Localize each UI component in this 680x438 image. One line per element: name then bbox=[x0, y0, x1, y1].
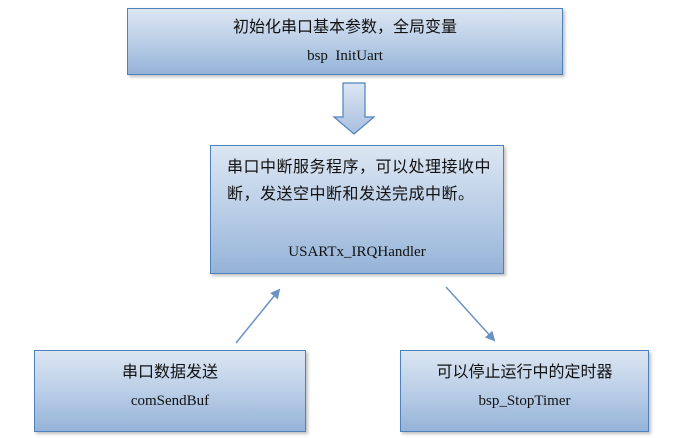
node-init-title: 初始化串口基本参数，全局变量 bbox=[232, 19, 457, 36]
node-isr-function: USARTx_IRQHandler bbox=[288, 244, 426, 260]
arrow-isr-to-stop bbox=[445, 286, 496, 342]
node-isr-title: 串口中断服务程序，可以处理接收中断，发送空中断和发送完成中断。 bbox=[227, 159, 492, 203]
node-stop-title: 可以停止运行中的定时器 bbox=[436, 364, 613, 381]
node-stop: 可以停止运行中的定时器 bsp_StopTimer bbox=[400, 350, 649, 432]
node-stop-function: bsp_StopTimer bbox=[478, 393, 571, 409]
arrow-send-to-isr bbox=[235, 288, 281, 344]
node-send: 串口数据发送 comSendBuf bbox=[34, 350, 306, 432]
node-init-function: bsp InitUart bbox=[307, 48, 383, 64]
node-send-function: comSendBuf bbox=[130, 393, 210, 409]
block-arrow-down bbox=[332, 82, 376, 135]
node-send-title: 串口数据发送 bbox=[121, 364, 218, 381]
node-init: 初始化串口基本参数，全局变量 bsp InitUart bbox=[127, 8, 563, 75]
node-isr: 串口中断服务程序，可以处理接收中断，发送空中断和发送完成中断。 USARTx_I… bbox=[210, 145, 504, 274]
